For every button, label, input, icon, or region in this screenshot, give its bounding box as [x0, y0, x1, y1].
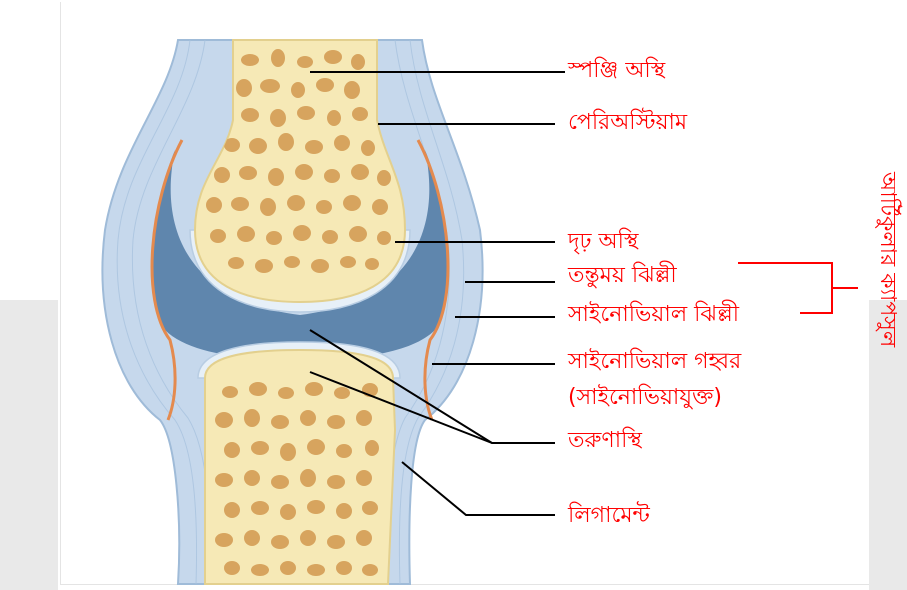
label-compact-bone: দৃঢ় অস্থি [568, 229, 638, 255]
label-periosteum: পেরিঅস্টিয়াম [568, 110, 687, 136]
label-fibrous-membrane: তন্তুময় ঝিল্লী [568, 263, 677, 289]
label-articular-capsule: আর্টিকুলার ক্যাপসুল [872, 172, 902, 422]
leader-ligament [402, 462, 555, 515]
label-synovial-cavity: সাইনোভিয়াল গহ্বর [568, 349, 741, 375]
capsule-bracket [738, 263, 858, 313]
label-cartilage: তরুণাস্থি [568, 428, 642, 454]
label-spongy-bone: স্পঞ্জি অস্থি [568, 58, 665, 84]
label-synovial-fluid: (সাইনোভিয়াযুক্ত) [568, 385, 722, 411]
label-ligament: লিগামেন্ট [568, 503, 650, 529]
label-synovial-membrane: সাইনোভিয়াল ঝিল্লী [568, 302, 739, 328]
